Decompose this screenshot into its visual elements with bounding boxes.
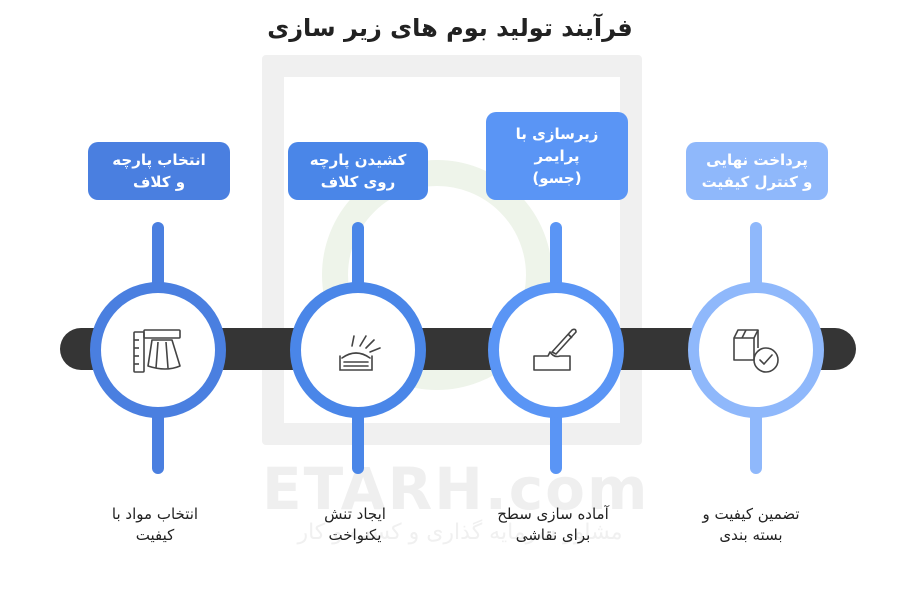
watermark-brand: ETARH.com (262, 455, 650, 523)
watermark-tagline: مشاور سرمایه گذاری و کسب و کار (297, 520, 623, 545)
step-3-node (488, 282, 624, 418)
step-4-node (688, 282, 824, 418)
step-1-node (90, 282, 226, 418)
package-check-icon (733, 329, 779, 373)
paint-brush-icon (533, 328, 577, 371)
fabric-selection-icon (133, 329, 181, 373)
stretch-icon (339, 335, 381, 371)
step-2-node (290, 282, 426, 418)
diagram-title: فرآیند تولید بوم های زیر سازی (267, 14, 633, 42)
